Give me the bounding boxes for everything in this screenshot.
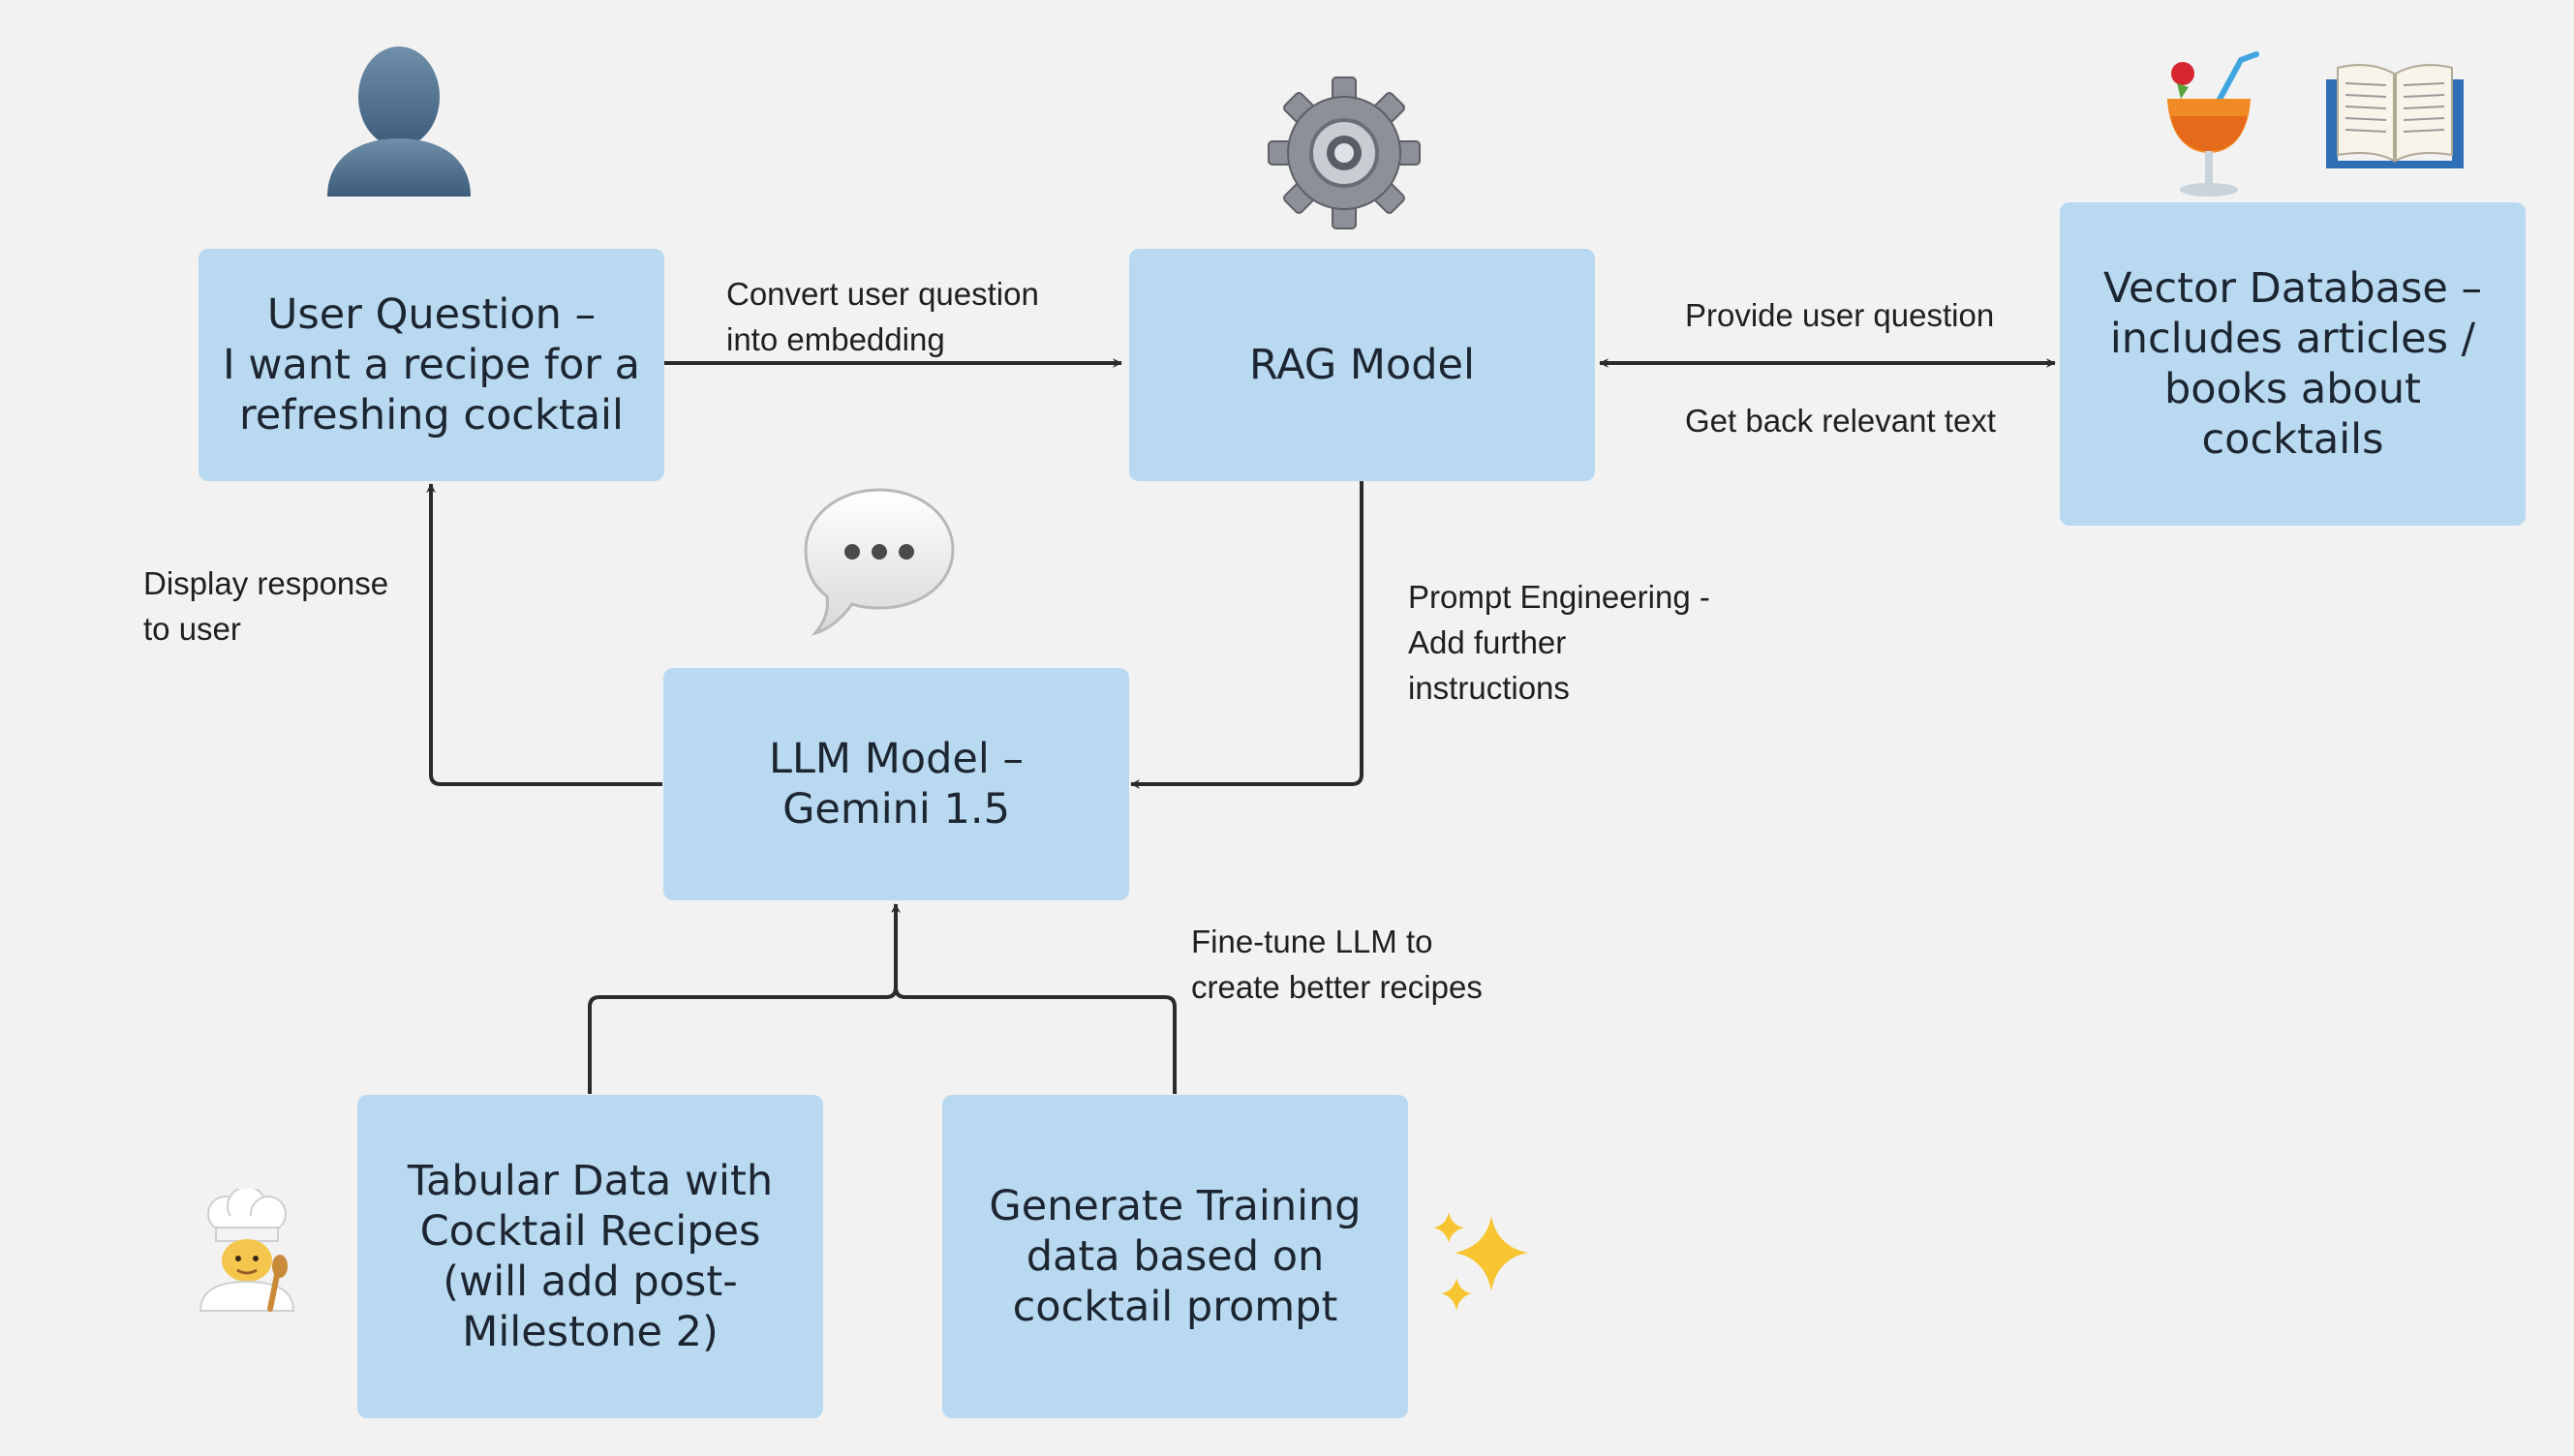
node-user-question[interactable]: User Question – I want a recipe for a re… xyxy=(199,249,664,481)
node-training-data-label: Generate Training data based on cocktail… xyxy=(989,1182,1362,1331)
speech-bubble-icon xyxy=(804,488,955,636)
edge-rag-to-llm xyxy=(1130,481,1364,789)
chef-icon xyxy=(199,1189,295,1312)
sparkles-icon xyxy=(1433,1212,1528,1311)
edge-llm-to-question xyxy=(426,483,662,786)
gear-icon xyxy=(1268,76,1421,229)
node-vector-database-label: Vector Database – includes articles / bo… xyxy=(2102,264,2483,464)
node-llm-model-label: LLM Model – Gemini 1.5 xyxy=(769,735,1024,834)
node-user-question-label: User Question – I want a recipe for a re… xyxy=(222,290,640,440)
label-fine-tune: Fine-tune LLM to create better recipes xyxy=(1191,924,1483,1005)
book-icon xyxy=(2326,64,2464,168)
node-rag-model-label: RAG Model xyxy=(1249,341,1475,389)
node-tabular-data-label: Tabular Data with Cocktail Recipes (will… xyxy=(407,1157,774,1356)
node-training-data[interactable]: Generate Training data based on cocktail… xyxy=(942,1095,1408,1418)
person-icon xyxy=(327,46,471,197)
edge-training-to-llm xyxy=(894,986,1177,1094)
label-prompt-engineering: Prompt Engineering - Add further instruc… xyxy=(1408,579,1710,706)
cocktail-icon xyxy=(2167,51,2259,197)
label-convert-question: Convert user question into embedding xyxy=(726,276,1039,357)
node-llm-model[interactable]: LLM Model – Gemini 1.5 xyxy=(663,668,1129,900)
label-display-response: Display response to user xyxy=(143,565,389,647)
node-tabular-data[interactable]: Tabular Data with Cocktail Recipes (will… xyxy=(357,1095,823,1418)
label-provide-question: Provide user question xyxy=(1685,297,1995,333)
label-get-back-text: Get back relevant text xyxy=(1685,403,1996,439)
edge-tabular-to-llm xyxy=(588,903,901,1094)
node-vector-database[interactable]: Vector Database – includes articles / bo… xyxy=(2060,202,2526,526)
node-rag-model[interactable]: RAG Model xyxy=(1129,249,1595,481)
